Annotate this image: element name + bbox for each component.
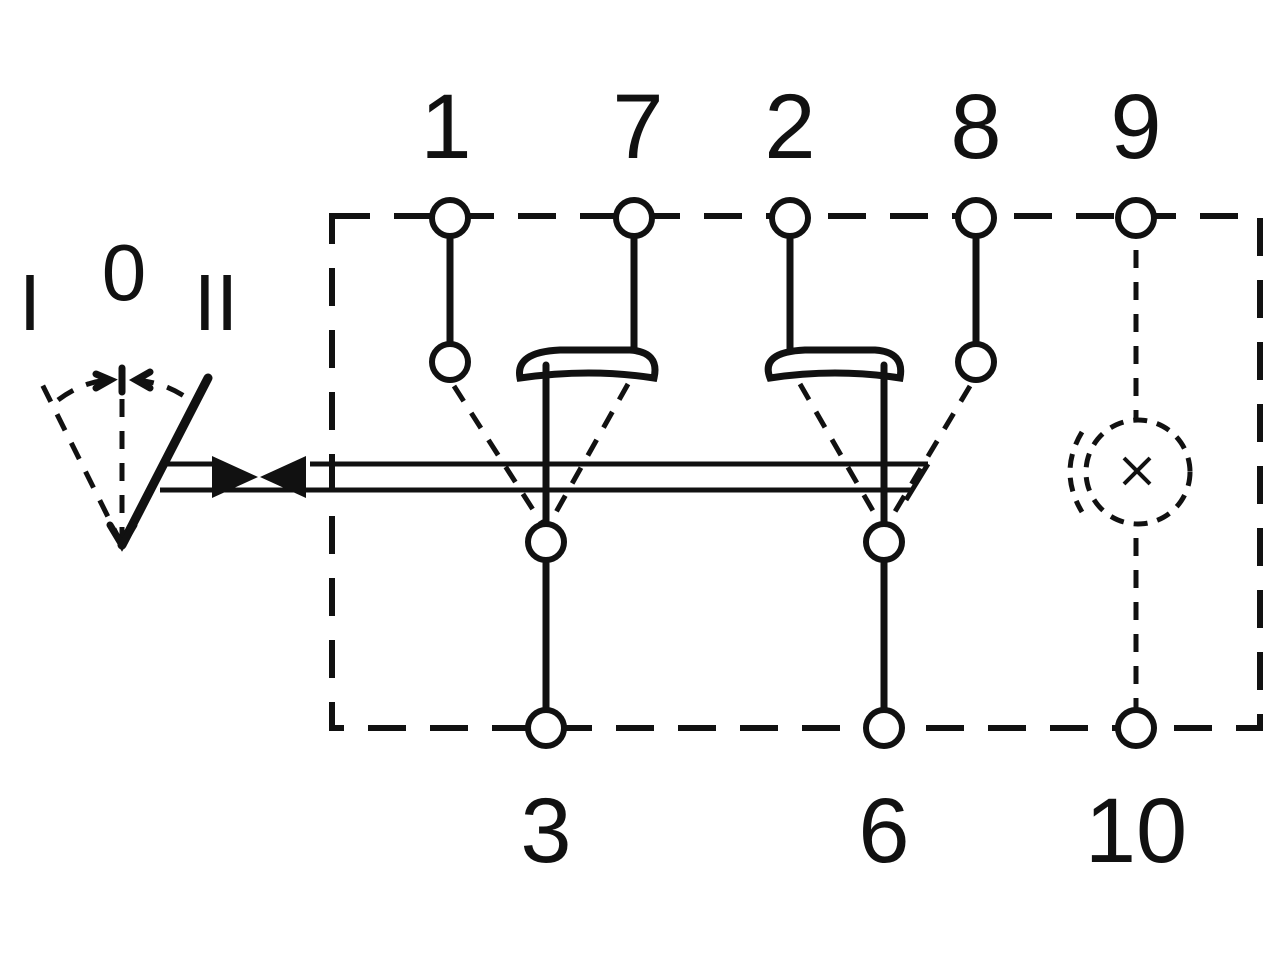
position-label-i: I [19, 258, 41, 347]
linkage-end [903, 462, 931, 502]
throw-line-1-3 [451, 384, 549, 532]
terminal-label-6: 6 [858, 780, 909, 882]
throw-line-8-6 [881, 384, 973, 532]
terminal-2 [769, 197, 811, 239]
motion-arc-left [56, 377, 109, 403]
terminal-10 [1115, 707, 1157, 749]
terminal-label-9: 9 [1110, 76, 1161, 178]
bridge-contact-right [764, 346, 905, 382]
pivot-point-3 [525, 521, 567, 563]
detent-triangle-right [260, 456, 306, 498]
terminal-8 [955, 197, 997, 239]
detent-triangle-left [212, 456, 258, 498]
terminal-6 [863, 707, 905, 749]
terminal-3 [525, 707, 567, 749]
actuator-position-i [37, 378, 125, 547]
terminal-label-3: 3 [520, 780, 571, 882]
terminal-label-7: 7 [612, 76, 663, 178]
position-label-ii: II [194, 258, 238, 347]
terminal-9 [1115, 197, 1157, 239]
bridge-contact-left [516, 346, 659, 382]
terminal-label-2: 2 [764, 76, 815, 178]
contact-point-1 [429, 341, 471, 383]
lamp-cross-b [1122, 456, 1152, 486]
actuator-lever [117, 373, 213, 550]
terminal-label-8: 8 [950, 76, 1001, 178]
position-label-0: 0 [102, 228, 147, 317]
terminal-label-1: 1 [420, 76, 471, 178]
motion-arrow-right [128, 368, 154, 392]
terminal-1 [429, 197, 471, 239]
throw-line-2-6 [797, 382, 887, 532]
throw-line-7-3 [543, 382, 631, 532]
motion-arrow-left [92, 370, 118, 392]
terminal-7 [613, 197, 655, 239]
actuator-arrowhead [106, 521, 138, 552]
contact-point-8 [955, 341, 997, 383]
terminal-label-10: 10 [1085, 780, 1187, 882]
pivot-point-6 [863, 521, 905, 563]
lamp-arc [1067, 430, 1085, 514]
